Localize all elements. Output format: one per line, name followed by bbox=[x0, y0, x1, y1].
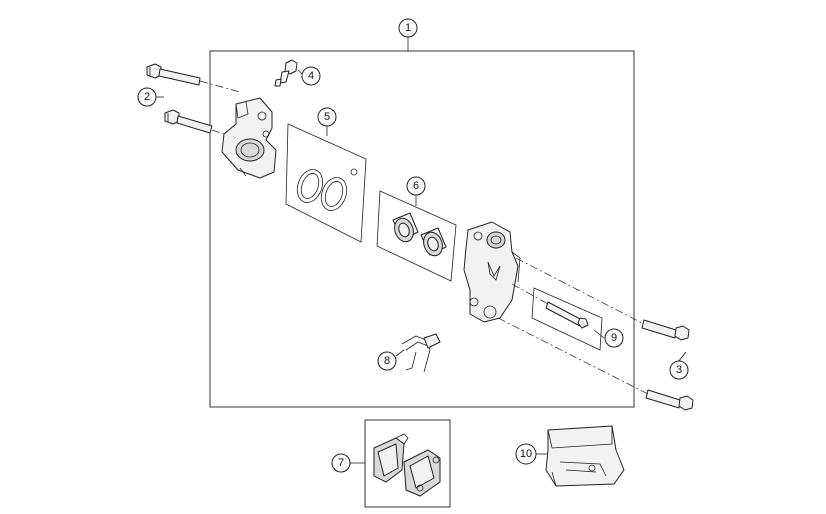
svg-text:1: 1 bbox=[405, 22, 411, 34]
brake-pad-2 bbox=[403, 449, 441, 497]
assembly-frame bbox=[209, 50, 635, 408]
callout-7: 7 bbox=[331, 453, 351, 473]
bolt-upper-right bbox=[641, 319, 690, 341]
caliper-half-right bbox=[463, 221, 521, 323]
svg-text:8: 8 bbox=[384, 355, 390, 367]
pin-axis bbox=[511, 283, 549, 305]
svg-text:2: 2 bbox=[144, 91, 150, 103]
callout-6: 6 bbox=[406, 176, 426, 196]
bolt-lower-right bbox=[645, 389, 694, 411]
seal-kit bbox=[285, 123, 367, 243]
svg-text:6: 6 bbox=[413, 180, 419, 192]
caliper-half-left bbox=[221, 97, 277, 179]
slide-pin-kit bbox=[531, 287, 603, 351]
callout-3: 3 bbox=[669, 360, 689, 380]
callout-8: 8 bbox=[377, 351, 397, 371]
leader-4 bbox=[297, 69, 303, 75]
leader-8 bbox=[395, 349, 405, 357]
svg-text:5: 5 bbox=[324, 111, 330, 123]
leader-3 bbox=[677, 351, 687, 363]
svg-text:10: 10 bbox=[520, 448, 532, 460]
leader-9 bbox=[593, 329, 605, 339]
callout-2: 2 bbox=[137, 87, 157, 107]
brake-pads-frame bbox=[364, 419, 451, 508]
callout-4: 4 bbox=[301, 66, 321, 86]
svg-text:3: 3 bbox=[676, 364, 682, 376]
bolt-axis-upper-left bbox=[199, 80, 241, 93]
grease-bag bbox=[545, 425, 625, 487]
callout-10: 10 bbox=[515, 443, 537, 465]
brake-pad-1 bbox=[373, 433, 409, 483]
svg-text:4: 4 bbox=[308, 70, 314, 82]
bolt-axis-upper-right bbox=[515, 257, 645, 325]
svg-text:7: 7 bbox=[338, 457, 344, 469]
svg-text:9: 9 bbox=[611, 332, 617, 344]
callout-1: 1 bbox=[398, 18, 418, 38]
pad-spring bbox=[401, 333, 441, 373]
callout-5: 5 bbox=[317, 107, 337, 127]
bolt-axis-lower-right bbox=[497, 317, 649, 395]
bleeder-screw bbox=[274, 59, 298, 87]
bolt-axis-lower-left bbox=[211, 129, 231, 137]
bolt-lower-left bbox=[164, 109, 213, 134]
callout-9: 9 bbox=[604, 328, 624, 348]
piston-kit bbox=[376, 190, 457, 282]
bolt-upper-left bbox=[146, 63, 201, 86]
